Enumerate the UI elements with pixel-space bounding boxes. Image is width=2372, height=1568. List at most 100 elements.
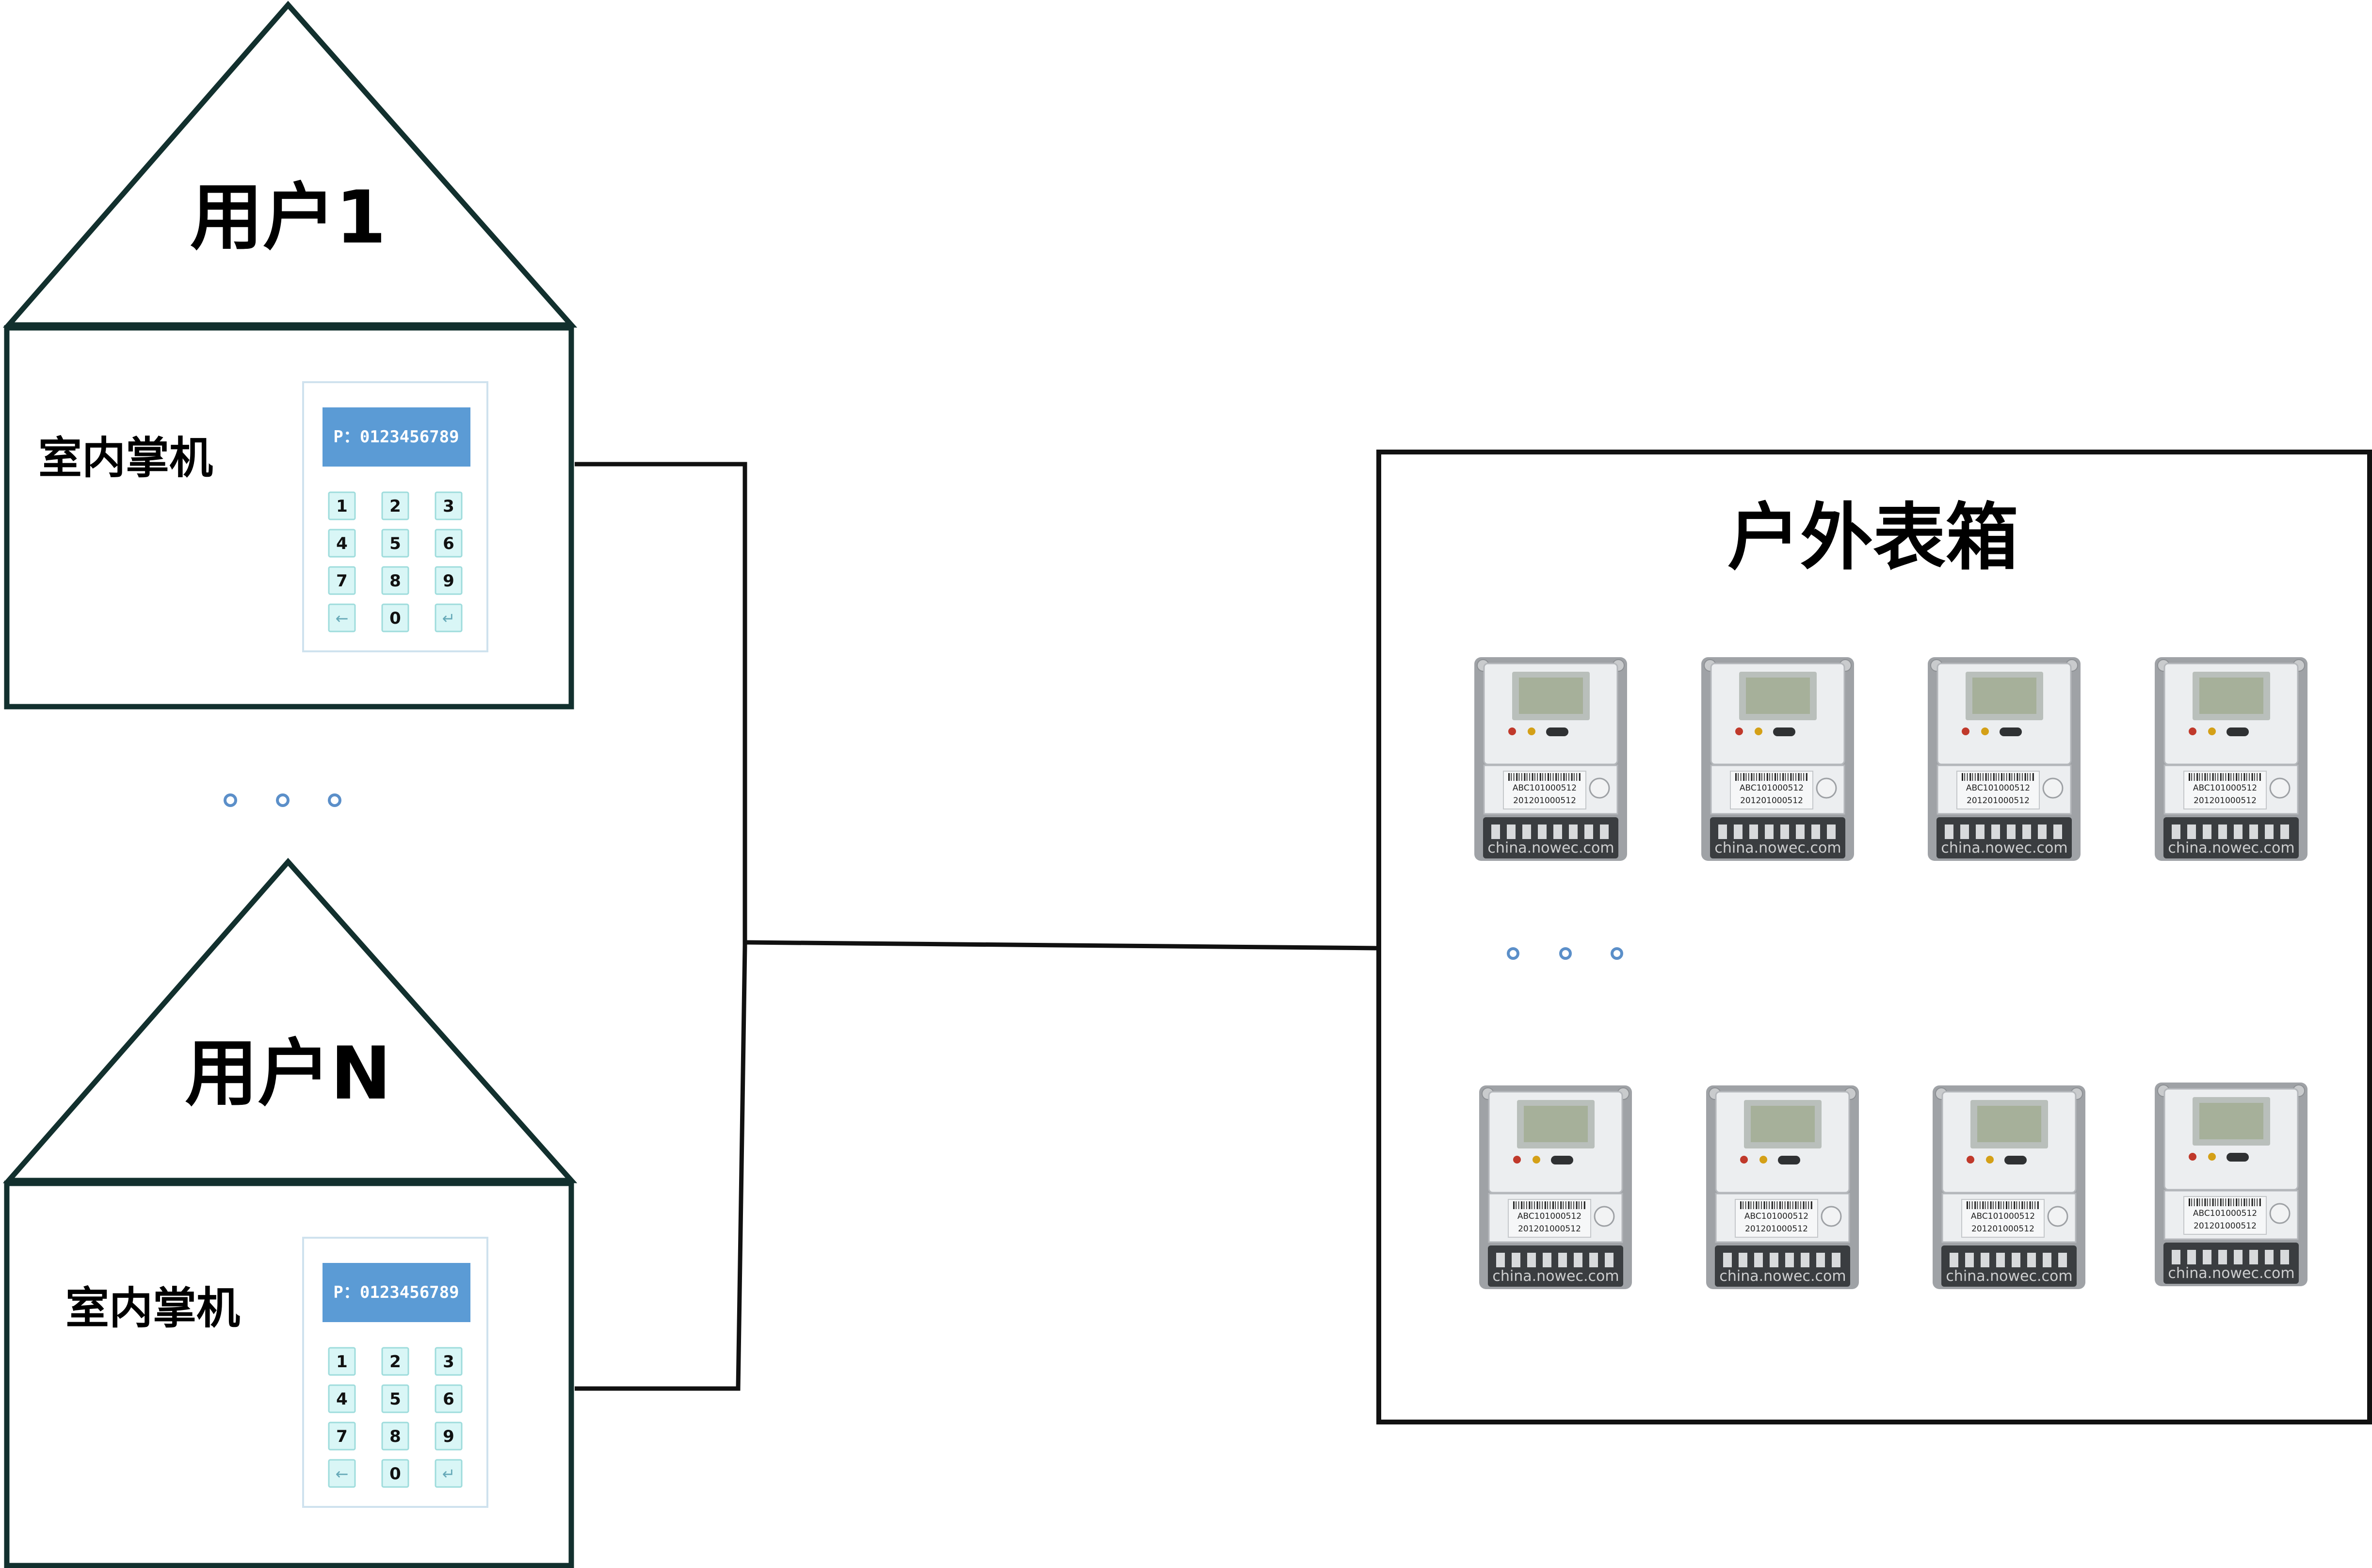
terminal-slot xyxy=(2027,1253,2036,1267)
key-3[interactable]: 3 xyxy=(435,491,463,520)
terminal-slot xyxy=(2265,1250,2274,1264)
enter-key[interactable]: ↵ xyxy=(435,603,463,632)
key-6[interactable]: 6 xyxy=(435,529,463,558)
meter-lcd xyxy=(1977,1106,2041,1142)
key-0[interactable]: 0 xyxy=(381,1459,409,1488)
seal-icon xyxy=(1589,777,1610,799)
terminal-slot xyxy=(1543,1253,1551,1267)
backspace-key[interactable]: ← xyxy=(328,1459,356,1488)
terminal-slot xyxy=(2218,824,2227,839)
keypad-key-face xyxy=(381,529,409,558)
terminal-slot xyxy=(2280,824,2289,839)
key-8[interactable]: 8 xyxy=(381,566,409,595)
keypad-key-label: 4 xyxy=(336,1390,348,1409)
barcode-icon xyxy=(1513,1201,1585,1209)
meter-serial: ABC101000512 xyxy=(1517,1212,1581,1221)
keypad-screen xyxy=(323,1263,470,1322)
meter-watermark: china.nowec.com xyxy=(1719,1268,1846,1285)
red-led-icon xyxy=(2189,1153,2196,1161)
meter-watermark: china.nowec.com xyxy=(1492,1268,1619,1285)
keypad-key-face xyxy=(381,566,409,595)
terminal-slot xyxy=(2043,1253,2051,1267)
meter-lcd xyxy=(1746,678,1810,714)
meter-serial-2: 201201000512 xyxy=(1740,796,1803,806)
terminal-slot xyxy=(1796,824,1805,839)
meter-serial-2: 201201000512 xyxy=(1971,1224,2034,1234)
meter-serial: ABC101000512 xyxy=(2193,1209,2257,1218)
ellipsis-meters xyxy=(1507,947,1623,960)
key-0[interactable]: 0 xyxy=(381,603,409,632)
terminal-slot xyxy=(1991,824,2000,839)
keypad-key-label: 3 xyxy=(443,497,454,516)
key-7[interactable]: 7 xyxy=(328,1422,356,1451)
arrow-left-icon: ← xyxy=(336,1465,349,1483)
key-6[interactable]: 6 xyxy=(435,1384,463,1413)
yellow-led-icon xyxy=(1759,1156,1767,1164)
key-4[interactable]: 4 xyxy=(328,1384,356,1413)
terminal-slot xyxy=(2053,824,2062,839)
user-title: 用户N xyxy=(185,1032,391,1116)
meter-watermark: china.nowec.com xyxy=(1714,840,1841,857)
keypad-key-face xyxy=(435,529,463,558)
terminal-slot xyxy=(1765,824,1774,839)
terminal-slot xyxy=(1496,1253,1505,1267)
keypad-key-label: 0 xyxy=(389,609,401,628)
terminal-slot xyxy=(1723,1253,1732,1267)
terminal-slot xyxy=(1816,1253,1825,1267)
meter-lcd xyxy=(2199,1103,2263,1139)
keypad-key-label: 9 xyxy=(443,571,454,591)
terminal-slot xyxy=(1600,824,1609,839)
key-9[interactable]: 9 xyxy=(435,1422,463,1451)
terminal-slot xyxy=(2280,1250,2289,1264)
key-2[interactable]: 2 xyxy=(381,1347,409,1376)
key-9[interactable]: 9 xyxy=(435,566,463,595)
card-slot-icon xyxy=(1778,1156,1800,1164)
meter-serial-2: 201201000512 xyxy=(2194,796,2257,806)
terminal-slot xyxy=(1981,1253,1989,1267)
seal-icon xyxy=(2269,777,2291,799)
red-led-icon xyxy=(1513,1156,1521,1164)
red-led-icon xyxy=(1962,727,1969,735)
seal-icon xyxy=(1821,1206,1842,1227)
meter-lcd xyxy=(1524,1106,1588,1142)
key-8[interactable]: 8 xyxy=(381,1422,409,1451)
terminal-slot xyxy=(2249,824,2258,839)
key-5[interactable]: 5 xyxy=(381,1384,409,1413)
meter-serial-2: 201201000512 xyxy=(1745,1224,1808,1234)
keypad-key-label: 6 xyxy=(443,534,454,553)
key-4[interactable]: 4 xyxy=(328,529,356,558)
terminal-slot xyxy=(2012,1253,2020,1267)
house-roof-1 xyxy=(2,0,578,328)
key-7[interactable]: 7 xyxy=(328,566,356,595)
backspace-key[interactable]: ← xyxy=(328,603,356,632)
terminal-slot xyxy=(1718,824,1727,839)
key-3[interactable]: 3 xyxy=(435,1347,463,1376)
yellow-led-icon xyxy=(1533,1156,1540,1164)
ellipsis-dot xyxy=(224,793,237,807)
keypad-key-label: 6 xyxy=(443,1390,454,1409)
key-1[interactable]: 1 xyxy=(328,491,356,520)
meter-lcd xyxy=(1972,678,2036,714)
key-2[interactable]: 2 xyxy=(381,491,409,520)
key-1[interactable]: 1 xyxy=(328,1347,356,1376)
meter-serial: ABC101000512 xyxy=(1740,783,1804,793)
terminal-slot xyxy=(1996,1253,2005,1267)
red-led-icon xyxy=(2189,727,2196,735)
keypad-key-face xyxy=(435,1384,463,1413)
barcode-icon xyxy=(1967,1201,2039,1209)
yellow-led-icon xyxy=(1528,727,1535,735)
key-5[interactable]: 5 xyxy=(381,529,409,558)
terminal-slot xyxy=(1589,1253,1598,1267)
keypad-key-face xyxy=(435,1459,463,1488)
keypad-key-label: 9 xyxy=(443,1427,454,1446)
keypad-key-label: 0 xyxy=(389,1464,401,1484)
yellow-led-icon xyxy=(1981,727,1989,735)
terminal-slot xyxy=(2187,1250,2196,1264)
seal-icon xyxy=(1594,1206,1615,1227)
enter-key[interactable]: ↵ xyxy=(435,1459,463,1488)
terminal-slot xyxy=(1507,824,1516,839)
